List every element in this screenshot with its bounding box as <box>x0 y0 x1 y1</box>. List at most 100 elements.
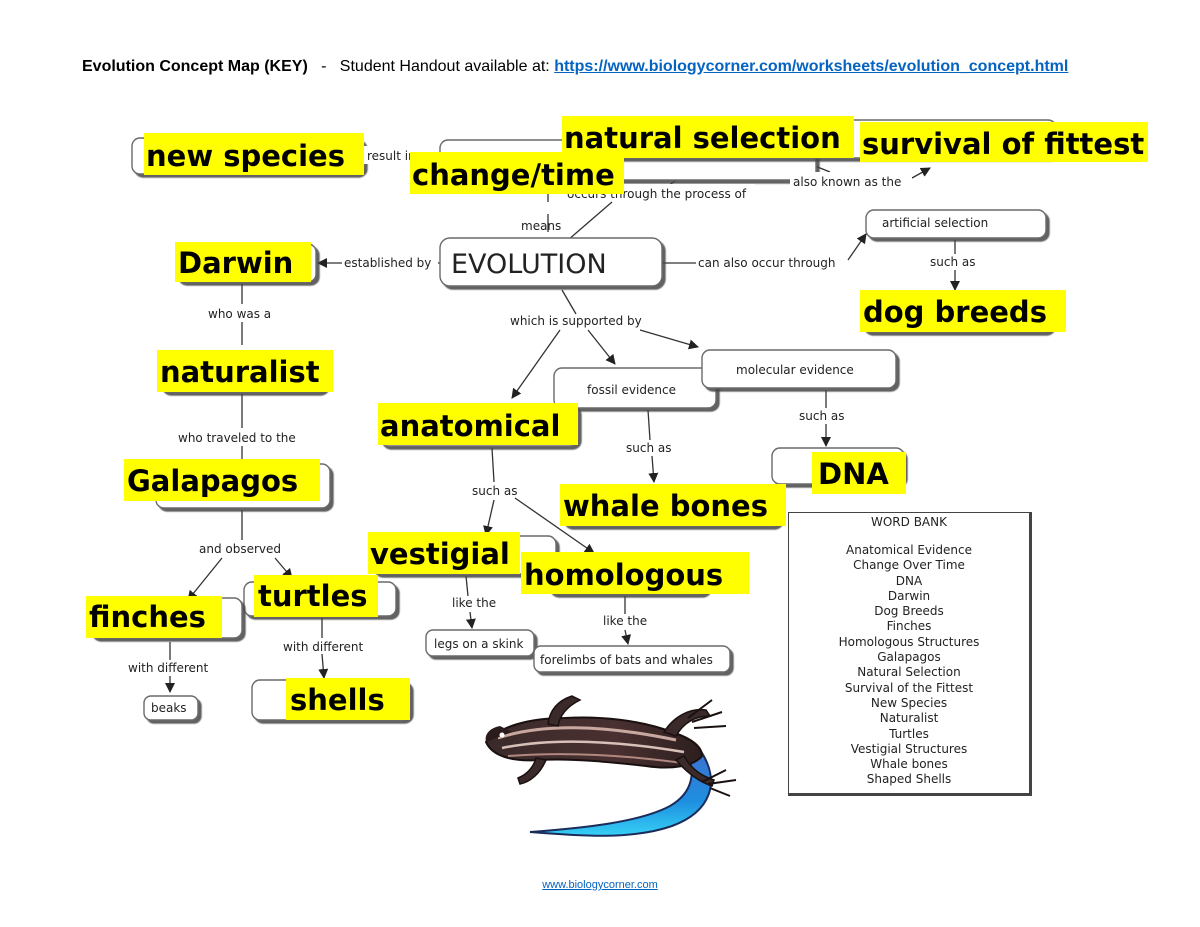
answer-whale-bones: whale bones <box>563 489 768 523</box>
lizard-illustration <box>484 695 737 837</box>
label-established-by: established by <box>344 256 431 270</box>
edge-such-fossil-b <box>648 455 659 483</box>
edge-supported-top <box>561 289 577 315</box>
concept-map: result in occurs through the process of … <box>86 116 1148 837</box>
answer-natural-selection: natural selection <box>564 121 841 155</box>
highlight-naturalist <box>157 350 333 392</box>
highlight-homologous <box>521 552 749 594</box>
word-bank-item: Shaped Shells <box>866 772 952 787</box>
edge-such-anat-homo <box>514 497 595 554</box>
highlight-finches <box>86 596 222 638</box>
label-who-was-a: who was a <box>208 307 271 321</box>
answer-shells: shells <box>290 683 385 717</box>
edge-supported-anat <box>511 329 561 399</box>
link-labels: result in occurs through the process of … <box>128 146 975 675</box>
word-bank-item: Whale bones <box>870 757 948 772</box>
edge-such-anat-vest <box>483 499 495 536</box>
answer-finches: finches <box>89 600 206 634</box>
highlight-change-time <box>410 152 624 194</box>
word-bank-item: Homologous Structures <box>838 634 980 649</box>
word-bank-title: WORD BANK <box>871 515 947 529</box>
label-such-as-molecular: such as <box>799 409 844 423</box>
word-bank-item: Darwin <box>887 588 931 603</box>
edge-observed-turtles <box>274 557 293 579</box>
header-separator: - <box>321 58 327 75</box>
artificial-selection-text: artificial selection <box>882 216 988 230</box>
word-bank-item: DNA <box>895 573 923 588</box>
molecular-evidence-text: molecular evidence <box>736 363 854 377</box>
answer-anatomical: anatomical <box>380 409 560 443</box>
answer-turtles: turtles <box>258 579 368 613</box>
label-such-as-fossil: such as <box>626 441 671 455</box>
answer-naturalist: naturalist <box>160 355 320 389</box>
word-bank-item: Dog Breeds <box>874 604 944 619</box>
label-who-traveled: who traveled to the <box>178 431 296 445</box>
label-such-as-anatomical: such as <box>472 484 517 498</box>
highlight-whale-bones <box>560 484 786 526</box>
answer-survival: survival of fittest <box>862 127 1144 161</box>
highlight-galapagos <box>124 459 320 501</box>
answer-galapagos: Galapagos <box>127 464 298 498</box>
node-artificial-selection[interactable] <box>865 209 1047 239</box>
highlight-shells <box>286 678 410 720</box>
node-forelimbs[interactable] <box>533 645 731 673</box>
word-bank-item: Natural Selection <box>857 665 961 680</box>
label-like-the-homologous: like the <box>603 614 647 628</box>
node-evolution[interactable] <box>439 237 663 287</box>
word-bank-item: Anatomical Evidence <box>846 543 972 557</box>
forelimbs-text: forelimbs of bats and whales <box>540 653 713 667</box>
label-can-also: can also occur through <box>698 256 836 270</box>
edge-supported-molecular <box>639 329 699 350</box>
edge-occurs-low <box>567 201 613 241</box>
highlight-dog-breeds <box>860 290 1066 332</box>
label-such-as-artificial: such as <box>930 255 975 269</box>
word-bank-item: Galapagos <box>877 650 941 665</box>
handout-text: Student Handout available at: <box>339 58 550 75</box>
word-bank-item: Naturalist <box>879 711 939 726</box>
word-bank-item: Survival of the Fittest <box>844 680 974 695</box>
node-beaks[interactable] <box>143 695 199 721</box>
answer-new-species: new species <box>146 139 345 173</box>
word-bank-item: Finches <box>886 619 932 634</box>
fossil-evidence-text: fossil evidence <box>587 383 676 397</box>
edge-can-also-b <box>847 233 867 261</box>
answer-dog-breeds: dog breeds <box>863 295 1047 329</box>
edge-like-vest-a <box>465 575 469 597</box>
word-bank-item: Change Over Time <box>853 558 965 573</box>
edge-also-known-b <box>911 167 931 179</box>
edge-observed-finches <box>187 557 223 601</box>
footer-link[interactable]: www.biologycorner.com <box>542 879 658 891</box>
handout-link[interactable]: https://www.biologycorner.com/worksheets… <box>554 58 1069 75</box>
highlight-natural-selection <box>562 116 854 158</box>
label-also-known: also known as the <box>793 175 901 189</box>
word-bank-item: New Species <box>870 695 948 710</box>
label-means: means <box>521 219 561 233</box>
highlight-darwin <box>175 242 311 282</box>
node-legs-skink[interactable] <box>425 629 535 657</box>
highlight-vestigial <box>368 532 520 574</box>
highlight-survival <box>860 122 1148 162</box>
word-bank-item: Turtles <box>889 726 929 741</box>
label-with-different-finches: with different <box>128 661 209 675</box>
highlight-turtles <box>254 575 378 617</box>
edge-such-fossil-a <box>647 409 651 441</box>
answer-change-time: change/time <box>412 158 615 192</box>
edge-like-homo-b <box>621 629 632 645</box>
node-texts: EVOLUTION artificial selection fossil ev… <box>151 216 988 715</box>
page-header: Evolution Concept Map (KEY) - Student Ha… <box>82 58 1068 76</box>
node-molecular-evidence[interactable] <box>701 349 897 389</box>
page-title: Evolution Concept Map (KEY) <box>82 58 308 75</box>
answer-darwin: Darwin <box>178 246 293 280</box>
evolution-text: EVOLUTION <box>451 249 607 280</box>
answer-dna: DNA <box>818 457 889 491</box>
label-supported-by: which is supported by <box>510 314 642 328</box>
answer-vestigial: vestigial <box>370 537 510 571</box>
edge-like-vest-b <box>465 611 476 629</box>
word-bank-item: Vestigial Structures <box>850 741 968 756</box>
highlight-anatomical <box>378 403 578 445</box>
highlight-new-species <box>144 133 364 175</box>
label-result-in: result in <box>367 149 416 163</box>
edge-such-anat-a <box>491 447 495 483</box>
